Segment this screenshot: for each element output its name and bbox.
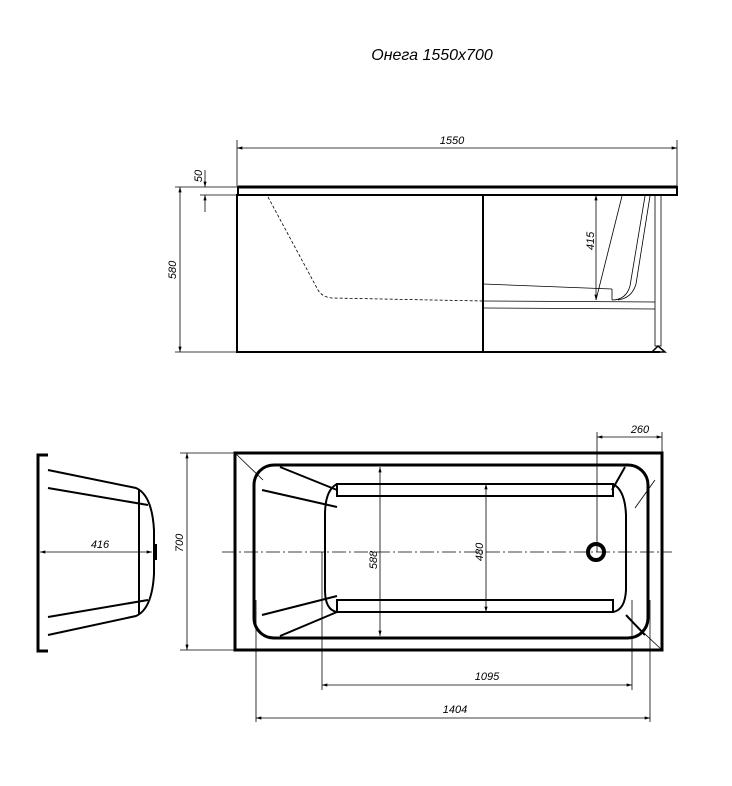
top-view: 700 588 480 1095 1404 260	[174, 424, 672, 722]
inner-length-label: 1404	[443, 704, 467, 716]
height-label: 580	[167, 260, 179, 279]
depth-label: 415	[585, 231, 597, 250]
width-label: 700	[174, 533, 186, 552]
drawing-title: Онега 1550x700	[371, 47, 493, 64]
length-label: 1550	[440, 135, 465, 147]
bottom-width-label: 480	[474, 542, 486, 561]
drain-offset-label: 260	[630, 424, 650, 436]
rim-label: 50	[193, 169, 205, 182]
basin-edge	[252, 463, 650, 640]
support-leg	[654, 194, 662, 347]
end-width-label: 416	[91, 539, 110, 551]
front-panel	[236, 194, 484, 353]
side-view: 1550 415 580 50	[167, 135, 678, 353]
outer-rim	[233, 451, 664, 652]
end-view: 416	[36, 453, 157, 653]
drain-icon	[586, 542, 606, 562]
bottom-length-label: 1095	[475, 671, 500, 683]
inner-width-label: 588	[368, 550, 380, 569]
